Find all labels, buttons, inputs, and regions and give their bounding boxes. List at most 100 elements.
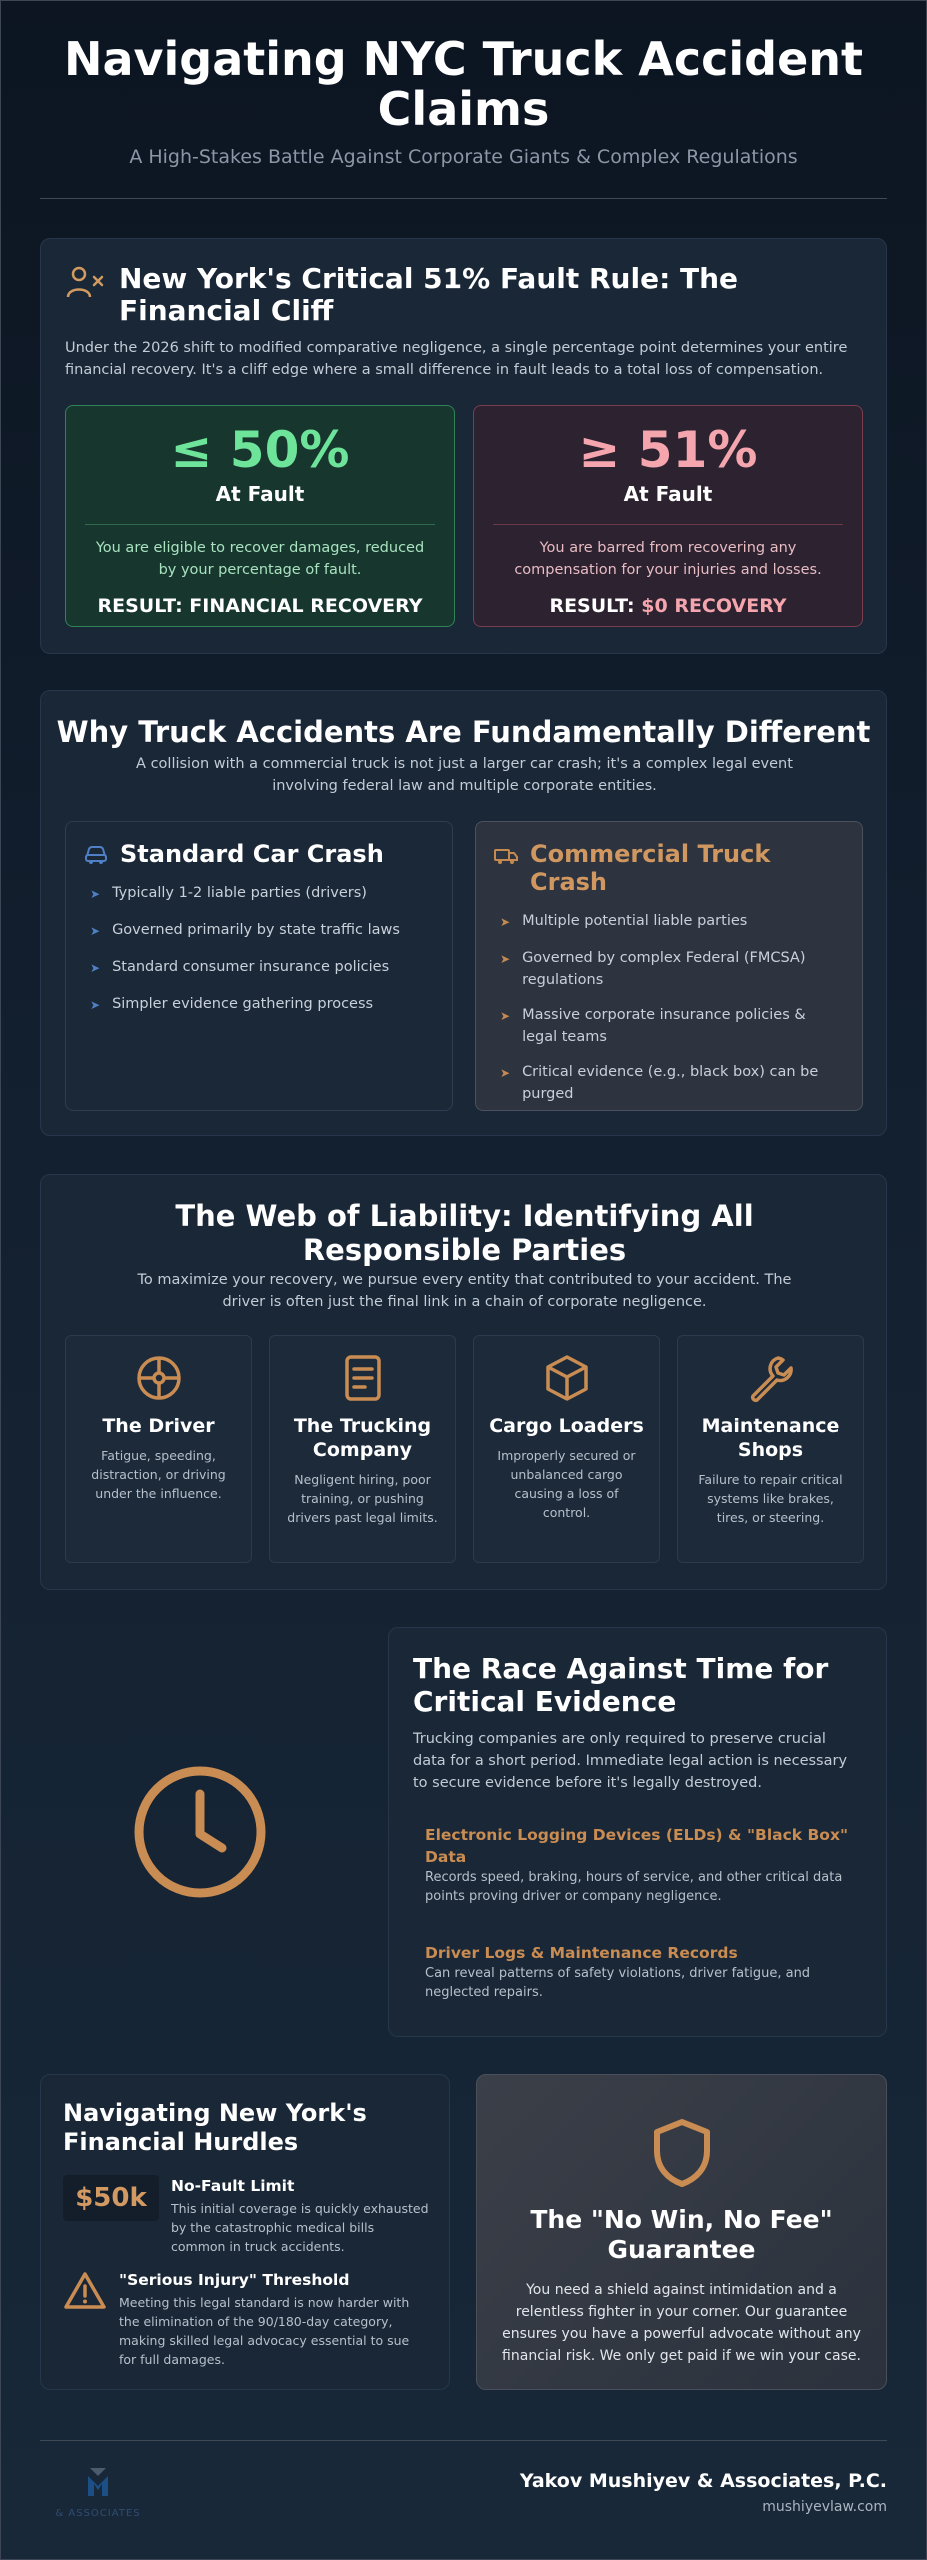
guarantee-section: The "No Win, No Fee" Guarantee You need … xyxy=(476,2074,887,2390)
chevron-right-icon: ➤ xyxy=(500,915,511,929)
barred-threshold-label: At Fault xyxy=(623,482,713,506)
chevron-right-icon: ➤ xyxy=(500,1066,511,1080)
recovery-threshold-value: ≤ 50% xyxy=(170,421,350,479)
recovery-eligible-box: ≤ 50% At Fault You are eligible to recov… xyxy=(65,405,455,627)
document-icon xyxy=(270,1352,455,1404)
evidence-item-title: Driver Logs & Maintenance Records xyxy=(425,1944,738,1962)
page-header: Navigating NYC Truck Accident Claims A H… xyxy=(40,34,887,168)
recovery-result: RESULT: FINANCIAL RECOVERY xyxy=(97,595,423,617)
party-card-maintenance-shops: Maintenance Shops Failure to repair crit… xyxy=(677,1335,864,1563)
evidence-section: The Race Against Time for Critical Evide… xyxy=(388,1627,887,2037)
party-description: Fatigue, speeding, distraction, or drivi… xyxy=(91,1448,226,1501)
standard-car-crash-card: Standard Car Crash ➤ Typically 1-2 liable… xyxy=(65,821,453,1111)
fault-rule-title: New York's Critical 51% Fault Rule: The … xyxy=(119,262,739,327)
divider xyxy=(493,524,843,525)
firm-logo: & ASSOCIATES xyxy=(48,2462,148,2526)
logo-mark-icon xyxy=(88,2468,108,2496)
party-card-trucking-company: The Trucking Company Negligent hiring, p… xyxy=(269,1335,456,1563)
firm-name: Yakov Mushiyev & Associates, P.C. xyxy=(519,2470,887,2492)
list-item-text: Governed by complex Federal (FMCSA) regu… xyxy=(522,950,806,988)
evidence-item-text: Can reveal patterns of safety violations… xyxy=(425,1966,811,2000)
page-subtitle: A High-Stakes Battle Against Corporate G… xyxy=(129,146,798,168)
evidence-title: The Race Against Time for Critical Evide… xyxy=(413,1652,829,1718)
shield-icon xyxy=(650,2117,714,2189)
truck-crash-title: Commercial Truck Crash xyxy=(530,840,771,896)
warning-icon xyxy=(63,2271,107,2315)
liability-section: The Web of Liability: Identifying All Re… xyxy=(40,1174,887,1590)
list-item-text: Multiple potential liable parties xyxy=(522,913,748,929)
header-divider xyxy=(40,198,887,199)
user-x-icon xyxy=(65,263,105,307)
barred-result-highlight: $0 RECOVERY xyxy=(641,595,787,617)
list-item: ➤ Governed by complex Federal (FMCSA) reg… xyxy=(500,947,845,991)
party-description: Negligent hiring, poor training, or push… xyxy=(287,1472,438,1525)
difference-title: Why Truck Accidents Are Fundamentally Di… xyxy=(56,715,871,749)
liability-description: To maximize your recovery, we pursue eve… xyxy=(137,1272,792,1310)
barred-threshold-value: ≥ 51% xyxy=(578,421,758,479)
difference-description: A collision with a commercial truck is n… xyxy=(136,756,793,794)
party-description: Improperly secured or unbalanced cargo c… xyxy=(497,1448,636,1520)
truck-crash-list: ➤ Multiple potential liable parties ➤ Gove… xyxy=(500,910,845,1118)
recovery-barred-box: ≥ 51% At Fault You are barred from recov… xyxy=(473,405,863,627)
chevron-right-icon: ➤ xyxy=(90,887,101,901)
liability-title: The Web of Liability: Identifying All Re… xyxy=(175,1199,754,1267)
evidence-item-title: Electronic Logging Devices (ELDs) & "Bla… xyxy=(425,1826,849,1866)
party-title: The Trucking Company xyxy=(293,1415,432,1461)
party-card-driver: The Driver Fatigue, speeding, distractio… xyxy=(65,1335,252,1563)
divider xyxy=(85,524,435,525)
party-title: Cargo Loaders xyxy=(489,1415,644,1437)
list-item-text: Critical evidence (e.g., black box) can … xyxy=(522,1064,819,1102)
fault-rule-description: Under the 2026 shift to modified compara… xyxy=(65,340,848,378)
no-fault-title: No-Fault Limit xyxy=(171,2177,295,2195)
list-item-text: Massive corporate insurance policies & l… xyxy=(522,1007,806,1045)
list-item-text: Typically 1-2 liable parties (drivers) xyxy=(112,885,367,901)
logo-text: & ASSOCIATES xyxy=(55,2508,141,2519)
cargo-box-icon xyxy=(474,1352,659,1404)
list-item: ➤ Critical evidence (e.g., black box) can… xyxy=(500,1061,845,1105)
list-item: ➤ Simpler evidence gathering process xyxy=(90,993,435,1017)
clock-icon xyxy=(130,1762,270,1902)
list-item-text: Simpler evidence gathering process xyxy=(112,996,374,1012)
list-item: ➤ Multiple potential liable parties xyxy=(500,910,845,934)
steering-wheel-icon xyxy=(66,1352,251,1404)
list-item: ➤ Massive corporate insurance policies & … xyxy=(500,1004,845,1048)
party-card-cargo-loaders: Cargo Loaders Improperly secured or unba… xyxy=(473,1335,660,1563)
car-crash-list: ➤Typically 1-2 liable parties (drivers) … xyxy=(90,882,435,1030)
no-fault-text: This initial coverage is quickly exhaust… xyxy=(171,2201,429,2254)
serious-injury-title: "Serious Injury" Threshold xyxy=(119,2271,350,2289)
hurdles-title: Navigating New York's Financial Hurdles xyxy=(63,2099,367,2156)
car-crash-title: Standard Car Crash xyxy=(120,840,384,868)
list-item: ➤Governed primarily by state traffic law… xyxy=(90,919,435,943)
chevron-right-icon: ➤ xyxy=(90,924,101,938)
firm-website-link[interactable]: mushiyevlaw.com xyxy=(762,2499,887,2515)
party-title: Maintenance Shops xyxy=(701,1415,840,1461)
page-title: Navigating NYC Truck Accident Claims xyxy=(63,32,864,136)
barred-result: RESULT: $0 RECOVERY xyxy=(474,595,862,617)
car-icon xyxy=(84,844,108,870)
commercial-truck-crash-card: Commercial Truck Crash ➤ Multiple potenti… xyxy=(475,821,863,1111)
truck-icon xyxy=(494,846,518,870)
party-title: The Driver xyxy=(102,1415,215,1437)
no-fault-badge: $50k xyxy=(63,2175,159,2221)
list-item: ➤ Typically 1-2 liable parties (drivers) xyxy=(90,882,435,906)
chevron-right-icon: ➤ xyxy=(90,961,101,975)
recovery-threshold-label: At Fault xyxy=(215,482,305,506)
difference-section: Why Truck Accidents Are Fundamentally Di… xyxy=(40,690,887,1136)
evidence-item-text: Records speed, braking, hours of service… xyxy=(425,1870,843,1904)
chevron-right-icon: ➤ xyxy=(90,998,101,1012)
barred-result-prefix: RESULT: xyxy=(549,595,642,617)
chevron-right-icon: ➤ xyxy=(500,1009,511,1023)
recovery-eligible-text: You are eligible to recover damages, red… xyxy=(95,540,425,578)
chevron-right-icon: ➤ xyxy=(500,952,511,966)
wrench-icon xyxy=(678,1352,863,1404)
list-item: ➤ Standard consumer insurance policies xyxy=(90,956,435,980)
party-description: Failure to repair critical systems like … xyxy=(698,1472,843,1525)
fault-rule-section: New York's Critical 51% Fault Rule: The … xyxy=(40,238,887,654)
financial-hurdles-section: Navigating New York's Financial Hurdles … xyxy=(40,2074,450,2390)
evidence-description: Trucking companies are only required to … xyxy=(413,1731,848,1791)
serious-injury-text: Meeting this legal standard is now harde… xyxy=(119,2295,410,2367)
list-item-text: Standard consumer insurance policies xyxy=(112,959,390,975)
guarantee-title: The "No Win, No Fee" Guarantee xyxy=(530,2205,833,2264)
footer-divider xyxy=(40,2440,887,2441)
recovery-barred-text: You are barred from recovering any compe… xyxy=(514,540,822,578)
